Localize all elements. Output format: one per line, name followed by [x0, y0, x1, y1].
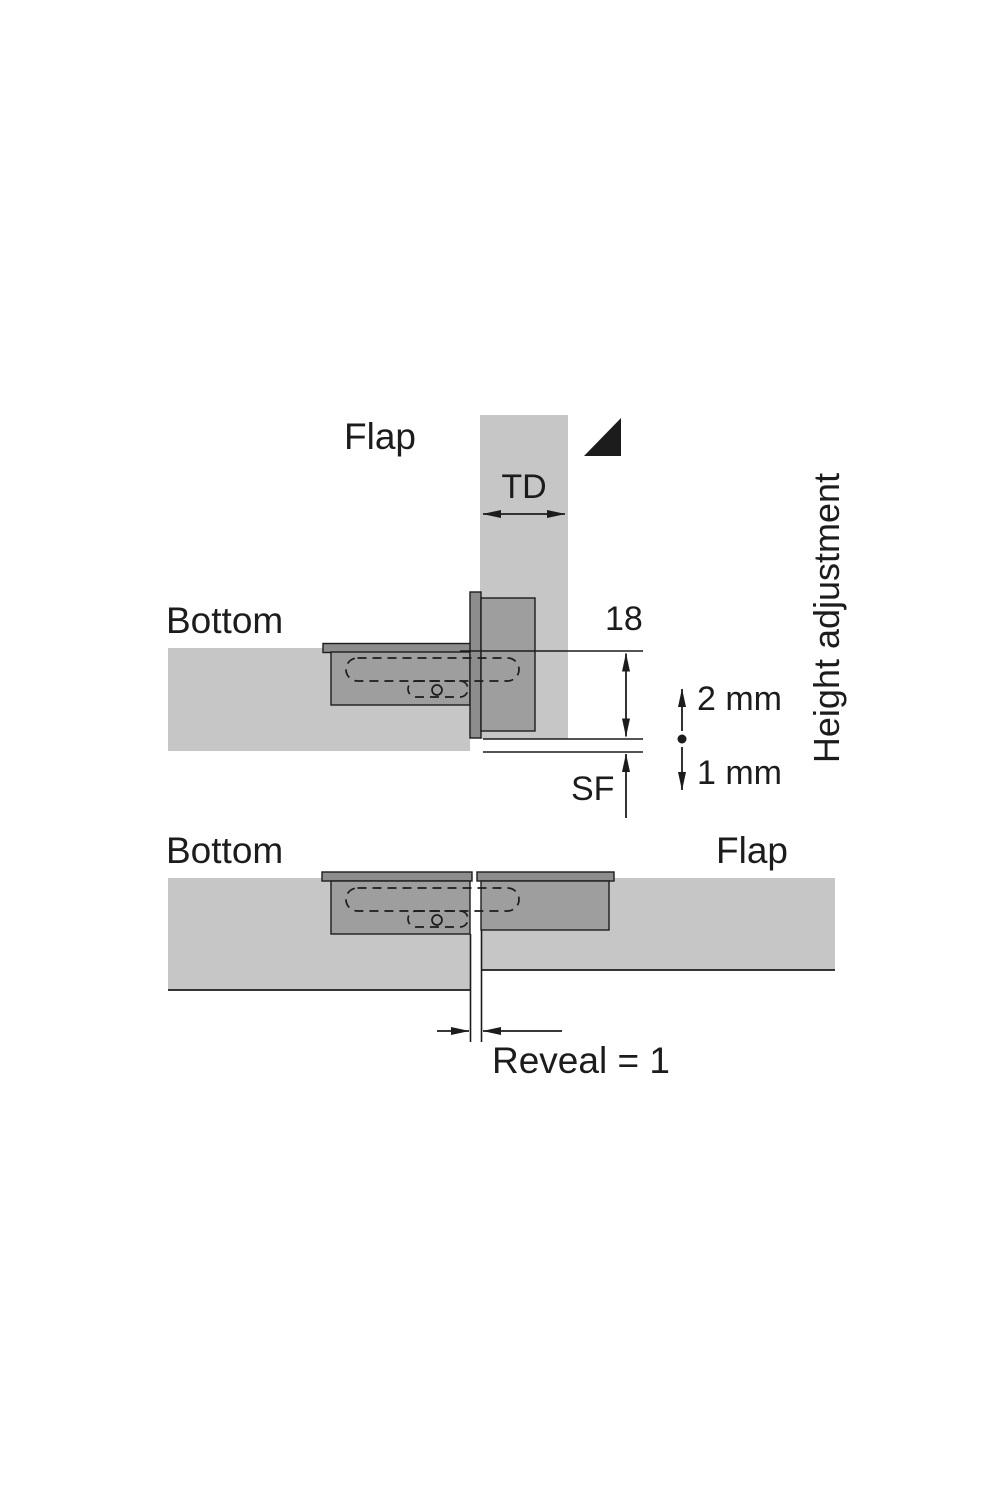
hinge-body-front-right — [480, 880, 610, 931]
hinge-lever-outline-dashed-side — [407, 680, 469, 698]
corner-marker-triangle — [584, 418, 621, 456]
flap-label-front: Flap — [716, 830, 788, 871]
hinge-plate-side — [480, 597, 536, 732]
adjust-down-label: 1 mm — [697, 754, 782, 792]
td-dimension-label: TD — [501, 468, 547, 506]
reveal-dimension-label: Reveal = 1 — [492, 1040, 670, 1081]
hinge-arm-side — [469, 591, 482, 739]
hinge-flange-side — [322, 642, 474, 654]
bottom-label-side: Bottom — [166, 600, 284, 641]
hinge-body-front-left — [330, 880, 471, 935]
dim-18-label: 18 — [605, 600, 643, 638]
flap-label-side: Flap — [344, 416, 416, 457]
adjust-origin-dot — [677, 734, 687, 744]
height-adjustment-label: Height adjustment — [806, 472, 847, 764]
screw-hole-circle-side — [431, 684, 443, 696]
hinge-lever-outline-dashed-front — [407, 910, 469, 928]
hinge-flange-front-right — [476, 871, 615, 882]
adjust-up-label: 2 mm — [697, 680, 782, 718]
sf-label: SF — [571, 770, 615, 808]
hinge-flange-front-left — [321, 871, 473, 882]
bottom-label-front: Bottom — [166, 830, 284, 871]
screw-hole-circle-front — [431, 914, 443, 926]
